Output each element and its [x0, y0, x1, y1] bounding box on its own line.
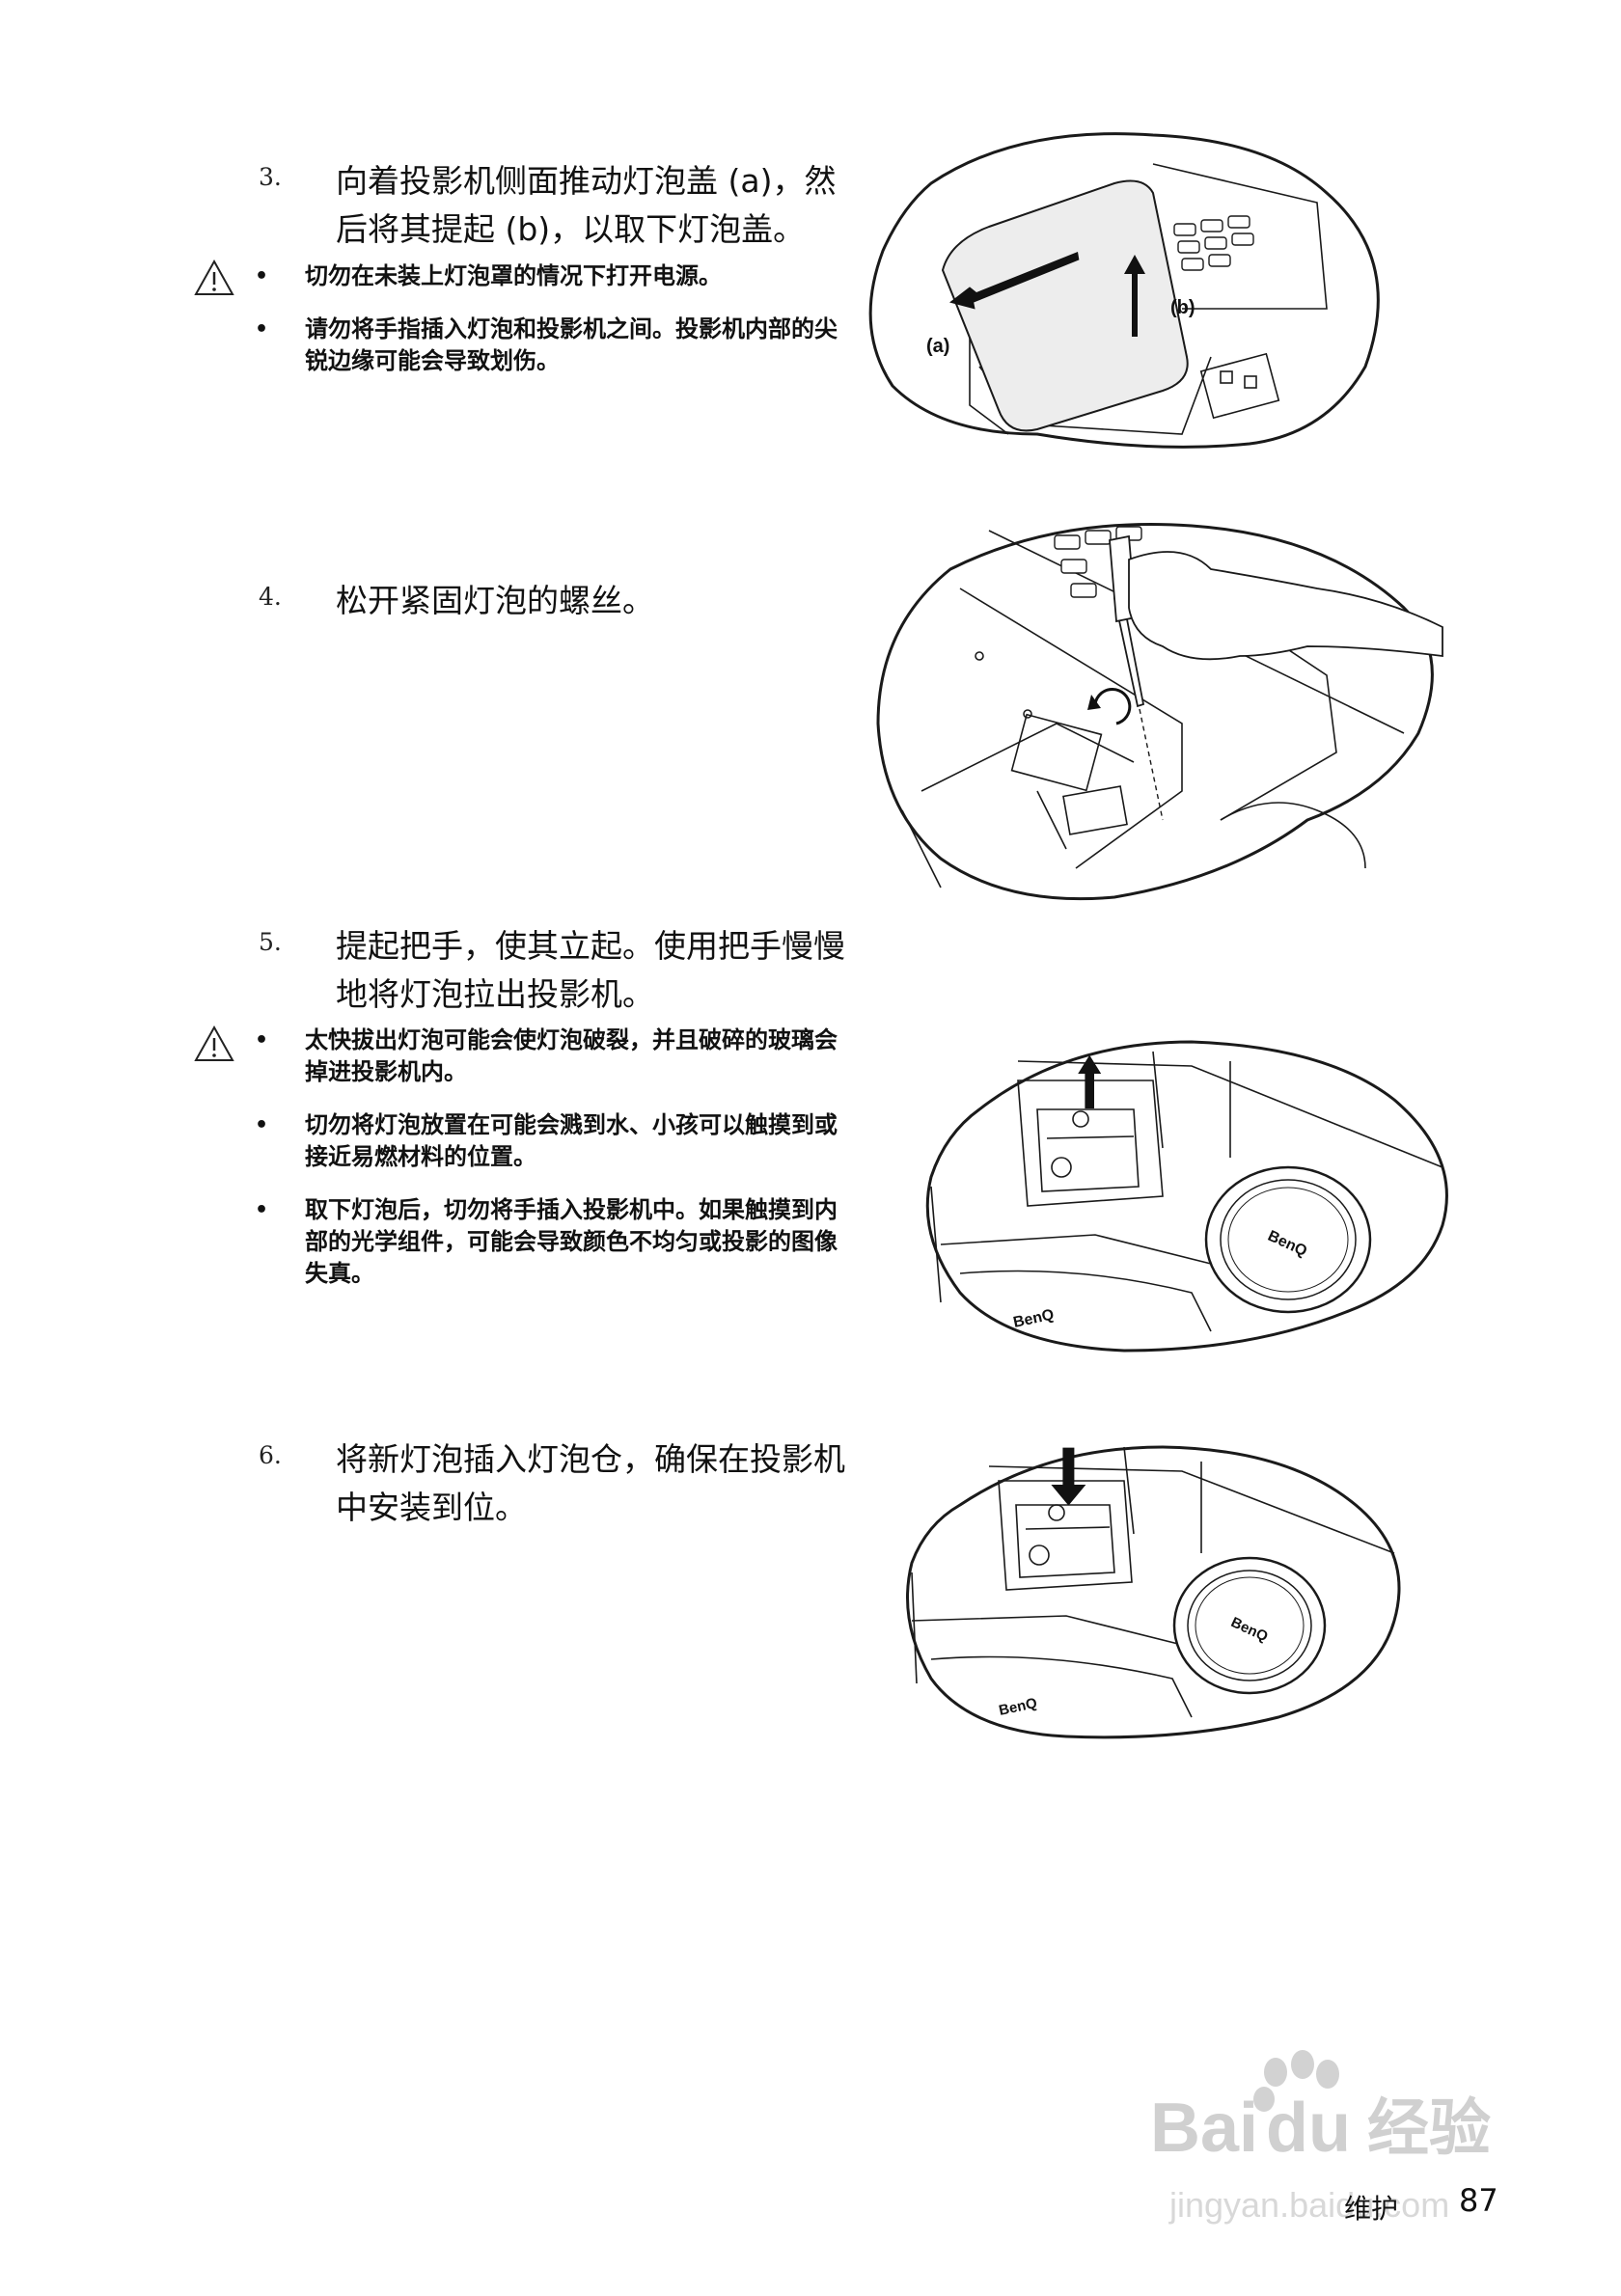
step-text: 向着投影机侧面推动灯泡盖 (a)，然后将其提起 (b)，以取下灯泡盖。: [336, 162, 837, 248]
watermark-url: jingyan.baidu.com: [1168, 2185, 1449, 2225]
label-b: (b): [1170, 297, 1195, 318]
warning-item: •切勿在未装上灯泡罩的情况下打开电源。: [255, 262, 722, 289]
step-text: 松开紧固灯泡的螺丝。: [336, 582, 654, 619]
label-a: (a): [926, 336, 949, 357]
step-number: 6.: [259, 1441, 282, 1469]
warning-item: •切勿将灯泡放置在可能会溅到水、小孩可以触摸到或接近易燃材料的位置。: [255, 1111, 838, 1170]
pull-lamp-illustration: BenQ BenQ: [925, 1040, 1448, 1353]
step-number: 4.: [259, 583, 282, 611]
step-number: 5.: [259, 928, 282, 956]
loosen-screw-illustration: [876, 522, 1443, 901]
baidu-jingyan-watermark: Bai du 经验 jingyan.baidu.com: [1150, 2050, 1491, 2225]
lamp-cover-removal-illustration: (b) (a): [868, 132, 1380, 449]
footer-section-name: 维护: [1344, 2193, 1399, 2225]
warning-list-1: •切勿在未装上灯泡罩的情况下打开电源。 •请勿将手指插入灯泡和投影机之间。投影机…: [253, 260, 851, 377]
step-number: 3.: [259, 163, 282, 191]
warning-item: •太快拔出灯泡可能会使灯泡破裂，并且破碎的玻璃会掉进投影机内。: [255, 1026, 838, 1085]
warning-icon: [194, 259, 234, 295]
insert-lamp-illustration: BenQ BenQ: [906, 1445, 1401, 1739]
warning-item: •取下灯泡后，切勿将手插入投影机中。如果触摸到内部的光学组件，可能会导致颜色不均…: [255, 1196, 838, 1287]
warning-icon: [194, 1025, 234, 1061]
page-number: 87: [1459, 2182, 1498, 2219]
step-text: 将新灯泡插入灯泡仓，确保在投影机中安装到位。: [336, 1440, 845, 1526]
watermark-brand: Bai: [1150, 2090, 1258, 2167]
warning-list-2: •太快拔出灯泡可能会使灯泡破裂，并且破碎的玻璃会掉进投影机内。 •切勿将灯泡放置…: [253, 1025, 851, 1290]
watermark-suffix: 经验: [1367, 2093, 1491, 2165]
watermark-brand-2: du: [1266, 2090, 1351, 2167]
warning-item: •请勿将手指插入灯泡和投影机之间。投影机内部的尖锐边缘可能会导致划伤。: [255, 315, 838, 374]
step-text: 提起把手，使其立起。使用把手慢慢地将灯泡拉出投影机。: [336, 927, 845, 1013]
